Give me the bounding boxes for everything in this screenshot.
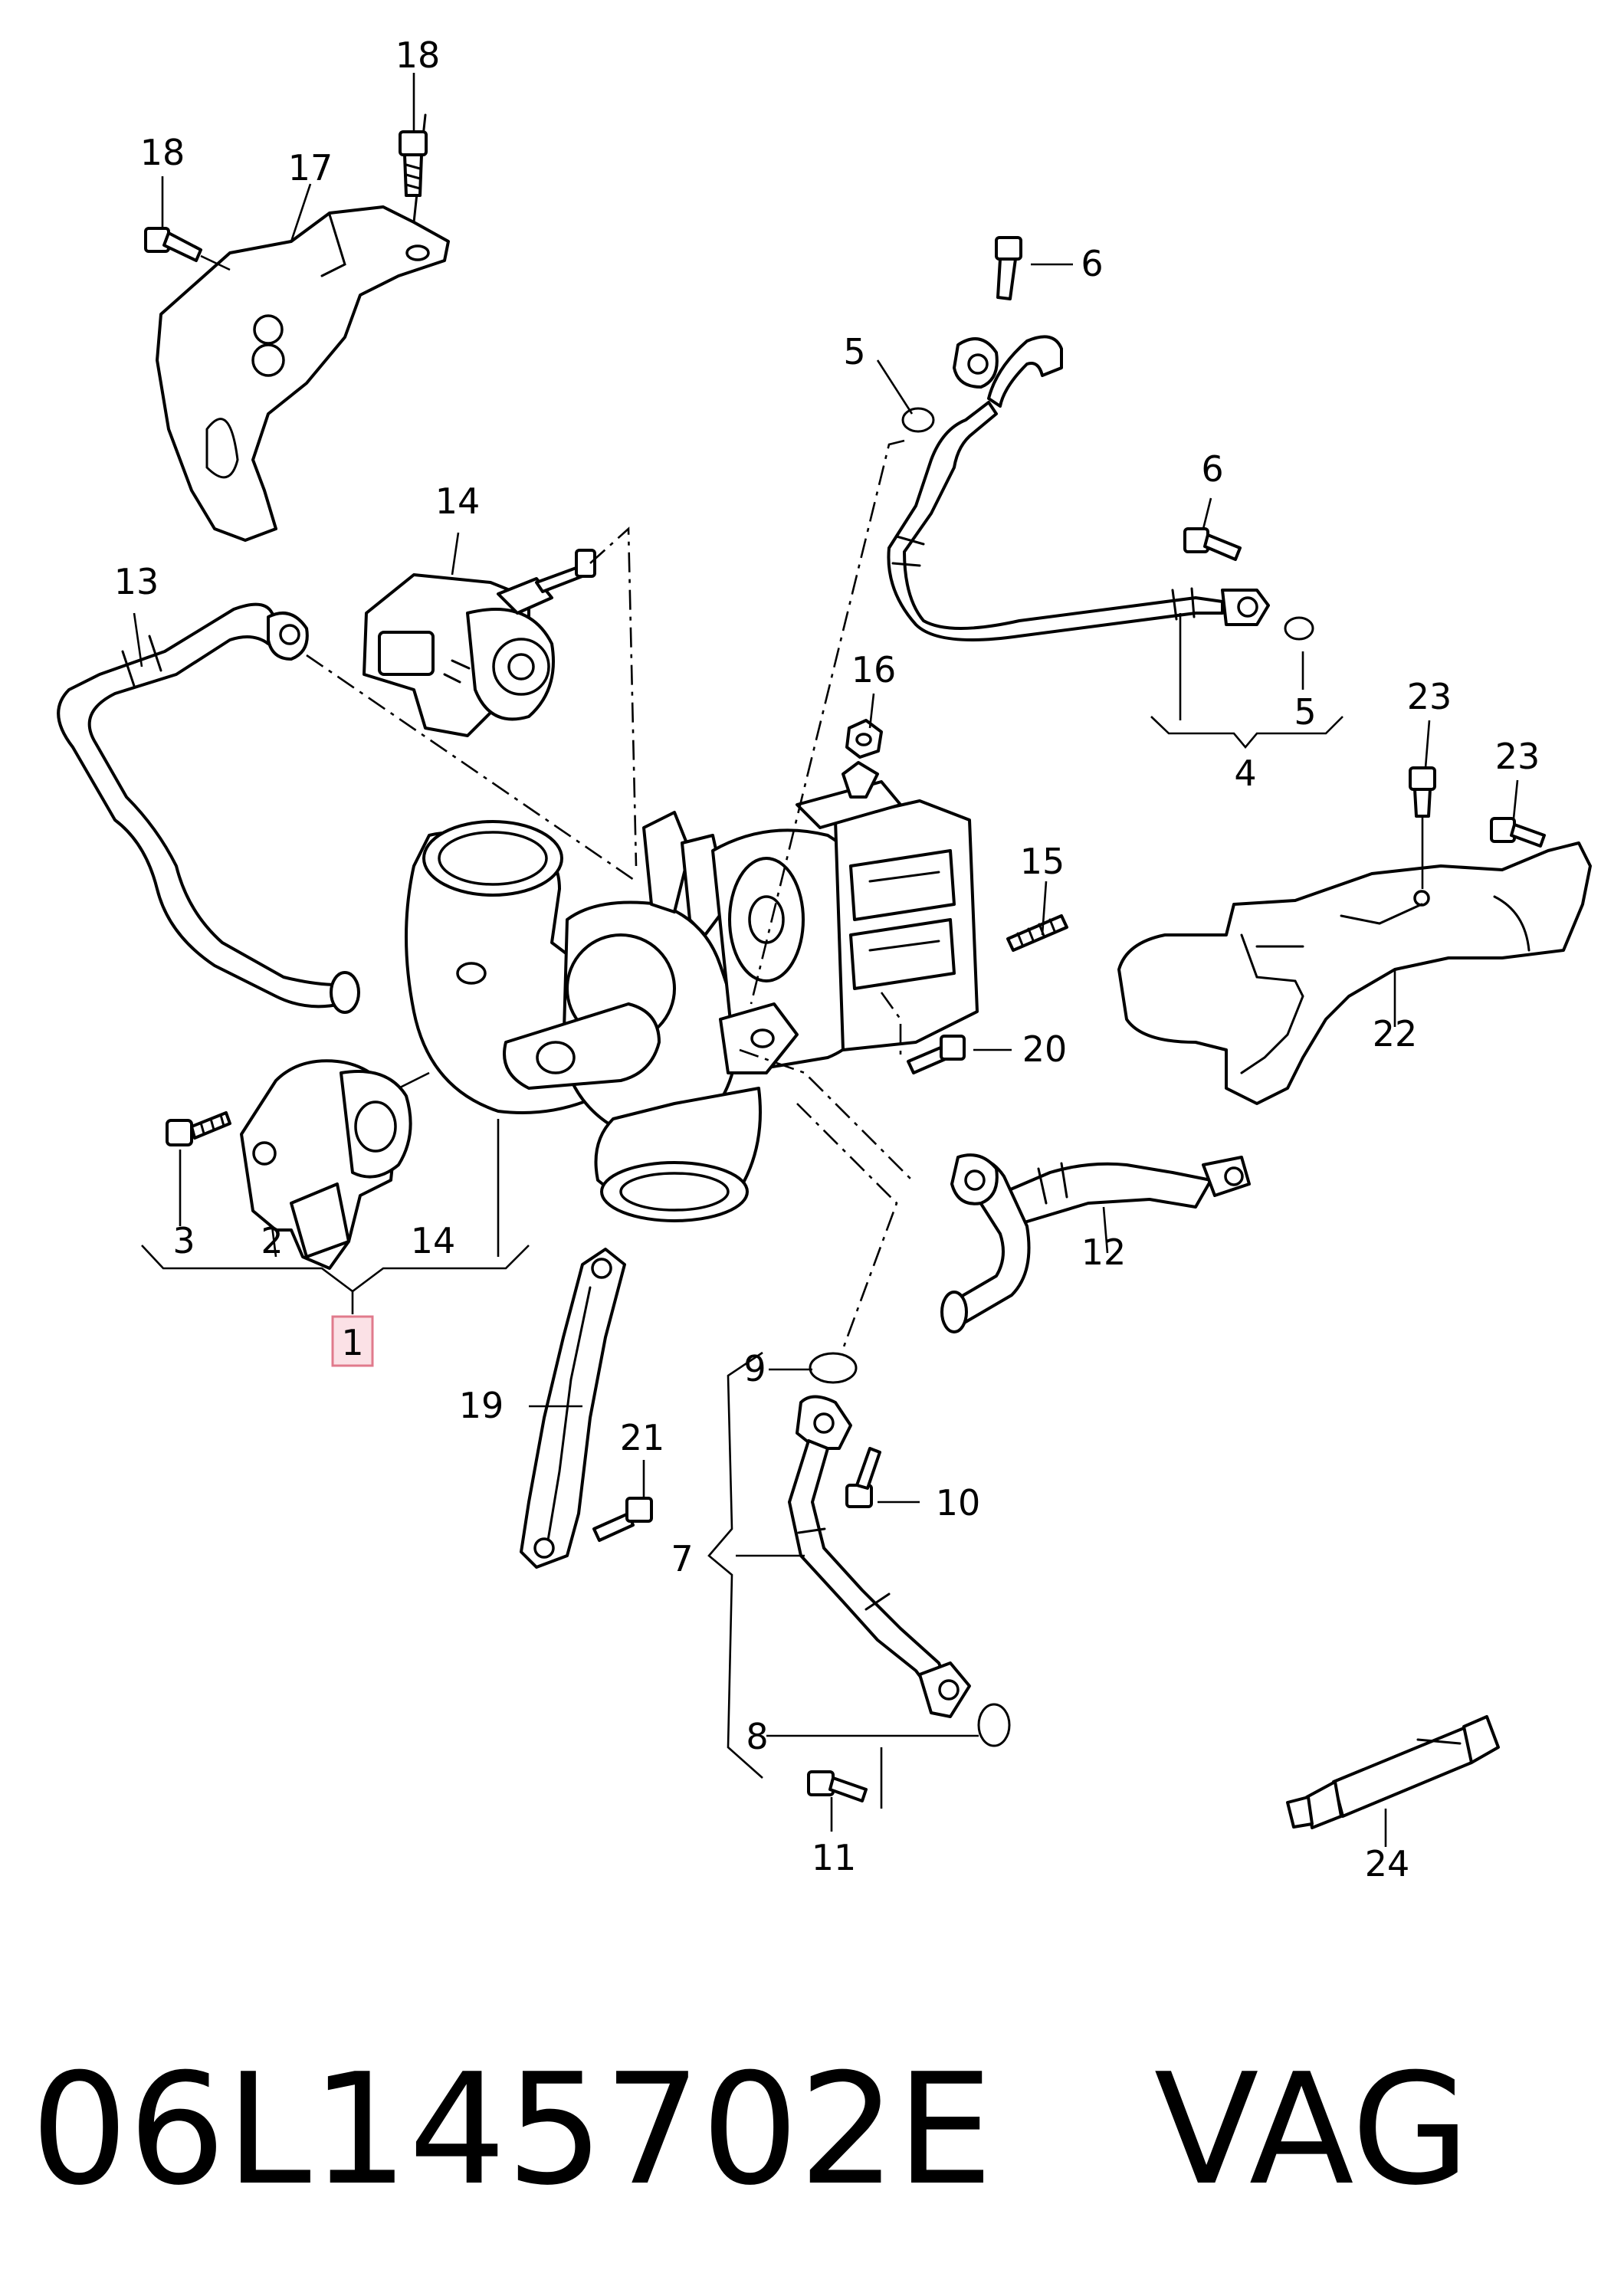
callout-3: 3 [172,1220,195,1261]
highlight-box-1 [331,1315,374,1367]
brace-group-7 [707,1351,763,1779]
turbocharger-body [503,761,979,1222]
oil-feed-pipe-7 [788,1352,1011,1747]
part-caption: 06L145702E VAG [31,2016,1594,2245]
bolt-23-right [1490,817,1546,848]
sealant-tube-24 [1286,1715,1500,1829]
callout-13: 13 [114,561,159,602]
bolt-23-vertical [1409,766,1436,889]
bolt-18-left [144,227,231,271]
callout-12: 12 [1081,1232,1127,1273]
callout-10: 10 [936,1482,981,1524]
callout-14b: 14 [411,1220,456,1261]
bolt-3 [166,1111,231,1146]
callout-7: 7 [671,1538,693,1579]
bolt-18-top [399,130,428,197]
bolt-11 [807,1770,868,1802]
callout-19: 19 [459,1385,504,1426]
callout-9: 9 [743,1348,766,1389]
part-number: 06L145702E [31,2041,993,2219]
callout-17: 17 [288,147,333,189]
callout-2: 2 [261,1220,283,1261]
callout-23b: 23 [1495,736,1540,777]
leader-lines [133,73,1519,1847]
callout-6a: 6 [1081,243,1103,284]
callout-5a: 5 [843,331,865,372]
group-braces [141,716,1343,1779]
callout-5b: 5 [1294,691,1316,733]
valve-2 [240,1059,430,1270]
oil-return-pipe-12 [940,1153,1251,1333]
nut-16 [845,719,883,759]
callout-16: 16 [851,649,897,690]
assembly-lines [306,439,913,1350]
turbocharger-exploded-diagram: 1 2 3 4 5 5 6 6 7 8 9 10 11 12 13 14 14 … [57,34,1592,1884]
brace-group-4 [1150,716,1343,749]
callout-15: 15 [1020,841,1065,882]
callout-24: 24 [1365,1843,1410,1884]
actuator-14 [363,549,596,737]
bolt-6-top [995,236,1022,300]
callout-20: 20 [1022,1028,1068,1070]
callout-8: 8 [746,1716,768,1757]
callout-14a: 14 [435,481,481,522]
bolt-21 [592,1497,653,1542]
callout-22: 22 [1373,1013,1418,1055]
callout-23a: 23 [1407,676,1452,717]
bracket-19 [520,1248,626,1569]
bolt-20 [907,1035,966,1074]
heat-shield-22 [1117,841,1592,1105]
bolt-6-right [1183,527,1242,561]
callout-1: 1 [341,1322,363,1363]
pipe-13 [57,602,360,1014]
brand-name: VAG [1153,2041,1471,2219]
callout-18b: 18 [140,132,185,173]
callout-18a: 18 [395,34,441,76]
callout-6b: 6 [1201,448,1223,490]
bolt-10 [845,1447,881,1508]
callout-11: 11 [812,1837,857,1878]
callout-labels: 1 2 3 4 5 5 6 6 7 8 9 10 11 12 13 14 14 … [114,34,1540,1884]
stud-15 [1006,914,1068,952]
oil-pipe-4 [887,335,1314,641]
callout-4: 4 [1234,753,1256,794]
callout-21: 21 [620,1417,665,1458]
